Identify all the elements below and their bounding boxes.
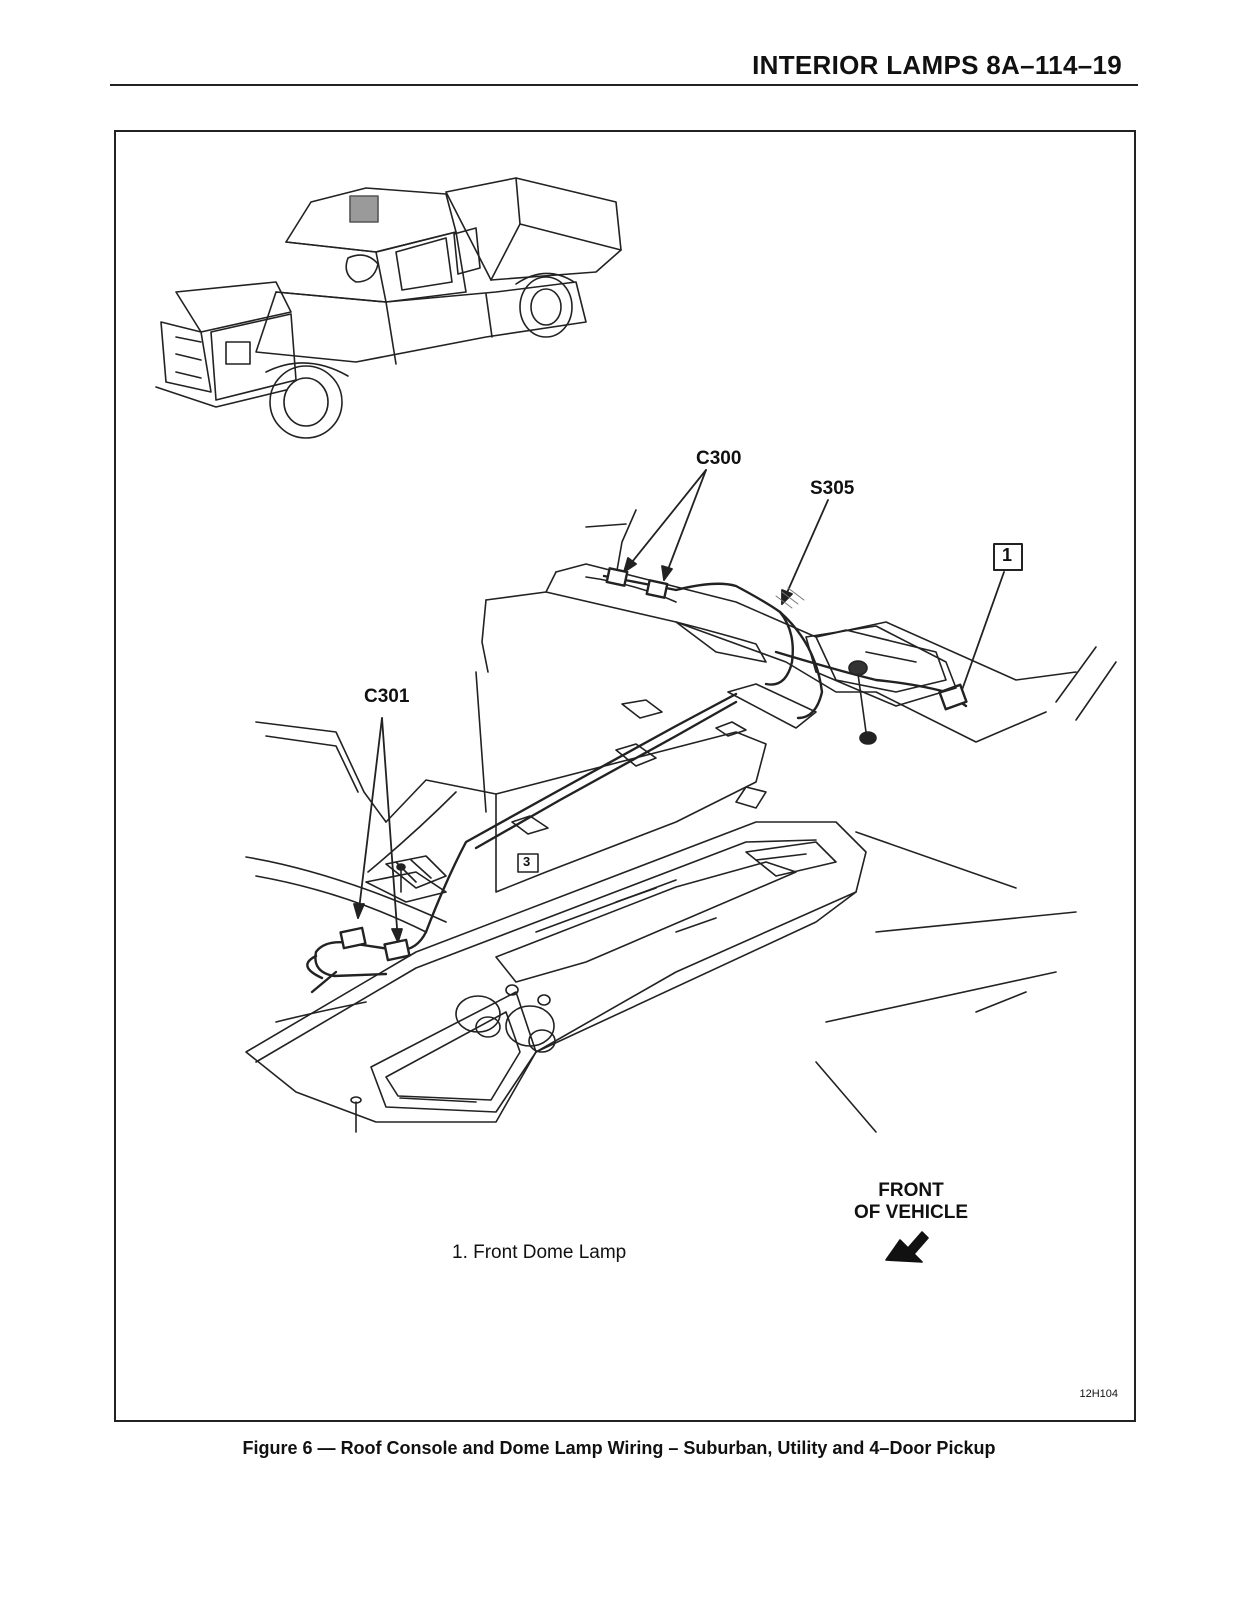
figure-caption: Figure 6 — Roof Console and Dome Lamp Wi… <box>242 1438 996 1458</box>
item-1-box <box>993 543 1023 571</box>
figure-code: 12H104 <box>1079 1388 1118 1400</box>
splice-shading <box>775 587 805 609</box>
callout-c301: C301 <box>364 686 410 707</box>
item-3-box <box>517 853 539 873</box>
pickup-truck-locator <box>155 177 622 439</box>
header-rule <box>110 84 1138 86</box>
front-dome-lamp <box>385 625 957 893</box>
callout-s305: S305 <box>810 478 855 499</box>
figure-frame: C300 S305 C301 1 3 1. Front Dome Lamp FR… <box>114 130 1136 1422</box>
front-of-vehicle-label: FRONT OF VEHICLE <box>854 1180 968 1224</box>
wiring-harness <box>306 567 968 994</box>
callout-leaders <box>353 469 1005 943</box>
wiring-diagram <box>155 177 1117 1263</box>
callout-item-1: 1 <box>1002 545 1013 565</box>
page-header-title: INTERIOR LAMPS 8A–114–19 <box>752 50 1122 80</box>
legend-item-1: 1. Front Dome Lamp <box>452 1242 627 1263</box>
callout-item-3: 3 <box>523 854 531 869</box>
front-direction-arrow <box>885 1231 929 1263</box>
front-label-line1: FRONT <box>878 1180 944 1201</box>
callout-c300: C300 <box>696 448 742 469</box>
roof-structure <box>245 509 1117 1133</box>
front-label-line2: OF VEHICLE <box>854 1202 969 1223</box>
